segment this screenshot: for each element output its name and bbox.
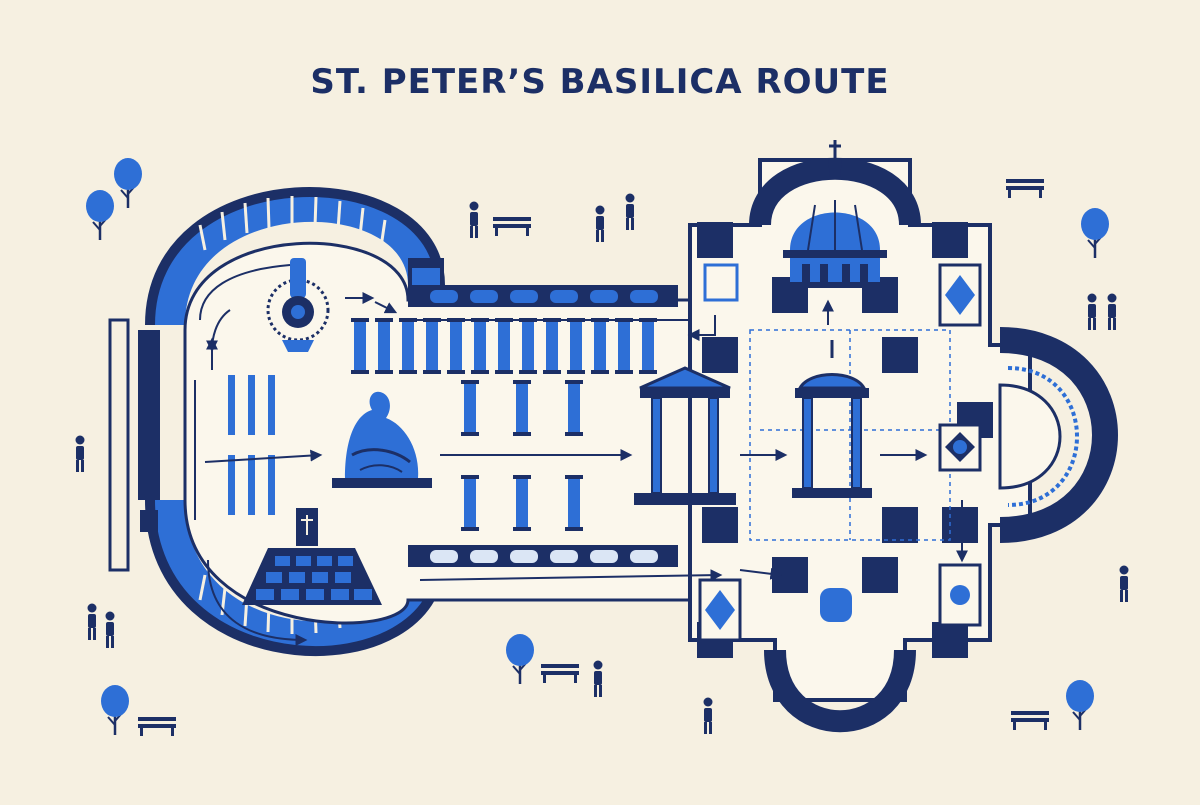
person-icon	[625, 193, 635, 230]
tree-icon	[84, 188, 116, 242]
tomb-icon	[242, 508, 382, 605]
route-lines	[194, 264, 690, 520]
person-icon	[105, 611, 115, 648]
person-icon	[1107, 293, 1117, 330]
bench-icon	[138, 717, 176, 736]
nave	[228, 285, 678, 567]
tree-icon	[504, 632, 536, 686]
pews	[228, 375, 275, 515]
map-title: ST. PETER’S BASILICA ROUTE	[310, 62, 890, 102]
pieta-statue-icon	[332, 391, 432, 488]
person-icon	[469, 201, 479, 238]
tree-icon	[1064, 678, 1096, 732]
person-icon	[1119, 565, 1129, 602]
baldachin-icon	[792, 340, 872, 498]
bench-icon	[1011, 711, 1049, 730]
dome-icon	[783, 140, 887, 288]
tree-icon	[99, 683, 131, 737]
transept	[688, 157, 1118, 733]
tree-icon	[112, 156, 144, 210]
person-icon	[1087, 293, 1097, 330]
person-icon	[595, 205, 605, 242]
bench-icon	[541, 664, 579, 683]
chapel-tiles	[698, 263, 982, 642]
bench-icon	[1006, 179, 1044, 198]
person-icon	[703, 697, 713, 734]
bench-icon	[493, 217, 531, 236]
altar-icon	[634, 366, 736, 505]
person-icon	[75, 435, 85, 472]
obelisk-icon	[266, 258, 330, 352]
tree-icon	[1079, 206, 1111, 260]
route-arrows	[204, 292, 968, 646]
person-icon	[87, 603, 97, 640]
person-icon	[593, 660, 603, 697]
